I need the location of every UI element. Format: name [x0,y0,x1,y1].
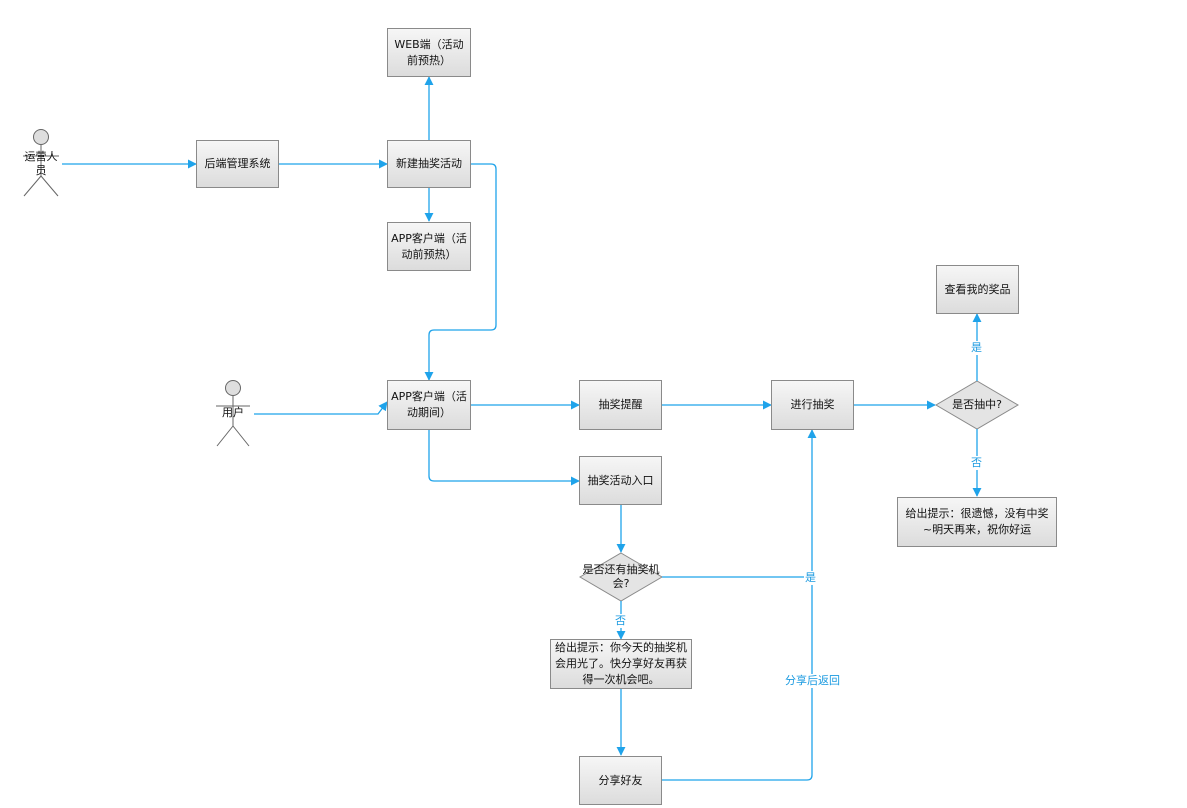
view-prize-node[interactable]: 查看我的奖品 [936,265,1019,314]
share-friend-node[interactable]: 分享好友 [579,756,662,805]
edge-chance-draw [662,429,817,578]
app-preheat-node[interactable]: APP客户端（活动前预热） [387,222,471,271]
has-chance-decision-label: 是否还有抽奖机会? [582,563,660,590]
operator-actor-icon [23,129,59,197]
web-preheat-node[interactable]: WEB端（活动前预热） [387,28,471,77]
edge-app-entry [428,430,580,486]
edge-user-app-during [254,401,388,415]
no-win-tip-node[interactable]: 给出提示：很遗憾，没有中奖~明天再来，祝你好运 [897,497,1057,547]
new-activity-node[interactable]: 新建抽奖活动 [387,140,471,188]
user-actor-label: 用户 [222,406,244,419]
edge-new-activity-app-during [424,163,497,381]
draw-reminder-node[interactable]: 抽奖提醒 [579,380,662,430]
app-during-node[interactable]: APP客户端（活动期间） [387,380,471,430]
won-decision-label: 是否抽中? [952,398,1002,411]
draw-entry-node[interactable]: 抽奖活动入口 [579,456,662,505]
won-no-label: 否 [970,456,983,470]
chance-no-label: 否 [614,614,627,628]
no-chance-tip-node[interactable]: 给出提示：你今天的抽奖机会用光了。快分享好友再获得一次机会吧。 [550,639,692,689]
share-back-label: 分享后返回 [784,674,841,688]
backend-system-node[interactable]: 后端管理系统 [196,140,279,188]
chance-yes-label: 是 [804,571,817,585]
perform-draw-node[interactable]: 进行抽奖 [771,380,854,430]
won-yes-label: 是 [970,341,983,355]
edge-share-draw [662,577,813,781]
operator-actor-label: 运营人 员 [24,150,58,177]
user-actor-icon [216,380,250,447]
